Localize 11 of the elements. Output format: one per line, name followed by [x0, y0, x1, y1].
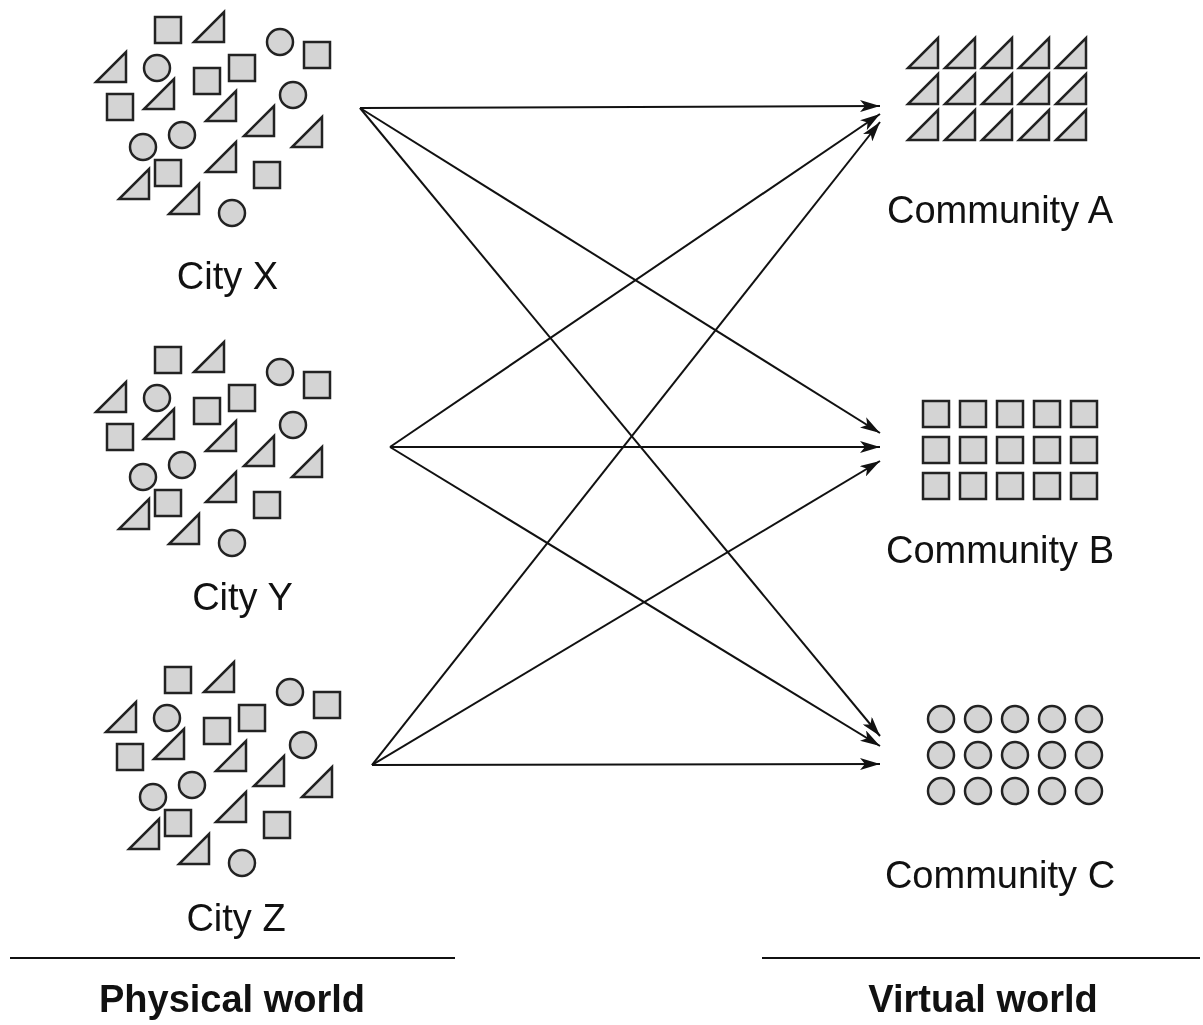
section-label: Virtual world: [868, 978, 1098, 1021]
node-caption: City X: [175, 254, 280, 298]
arrow: [389, 441, 881, 453]
node-caption: City Z: [185, 896, 287, 940]
node-caption: Community B: [884, 528, 1116, 572]
arrow: [371, 758, 881, 771]
node-caption: Community A: [886, 188, 1114, 232]
arrow: [359, 100, 881, 113]
section-label: Physical world: [98, 978, 366, 1021]
node-caption: Community C: [883, 853, 1117, 897]
node-caption: City Y: [191, 575, 294, 619]
